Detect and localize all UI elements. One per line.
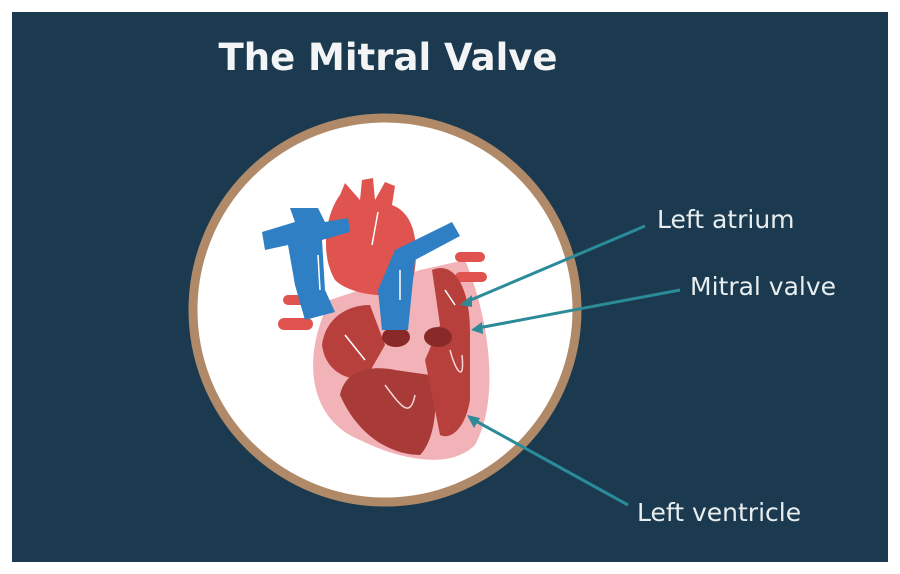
- mitral-valve-pointer: [477, 288, 681, 330]
- diagram-title: The Mitral Valve: [218, 36, 558, 79]
- left-atrium-pointer: [465, 224, 646, 304]
- label-left-ventricle: Left ventricle: [637, 498, 802, 527]
- left-ventricle-pointer: [473, 418, 629, 507]
- label-mitral-valve: Mitral valve: [690, 272, 837, 301]
- pointer-lines: [460, 224, 681, 507]
- label-left-atrium: Left atrium: [657, 205, 795, 234]
- heart-icon: [262, 178, 490, 460]
